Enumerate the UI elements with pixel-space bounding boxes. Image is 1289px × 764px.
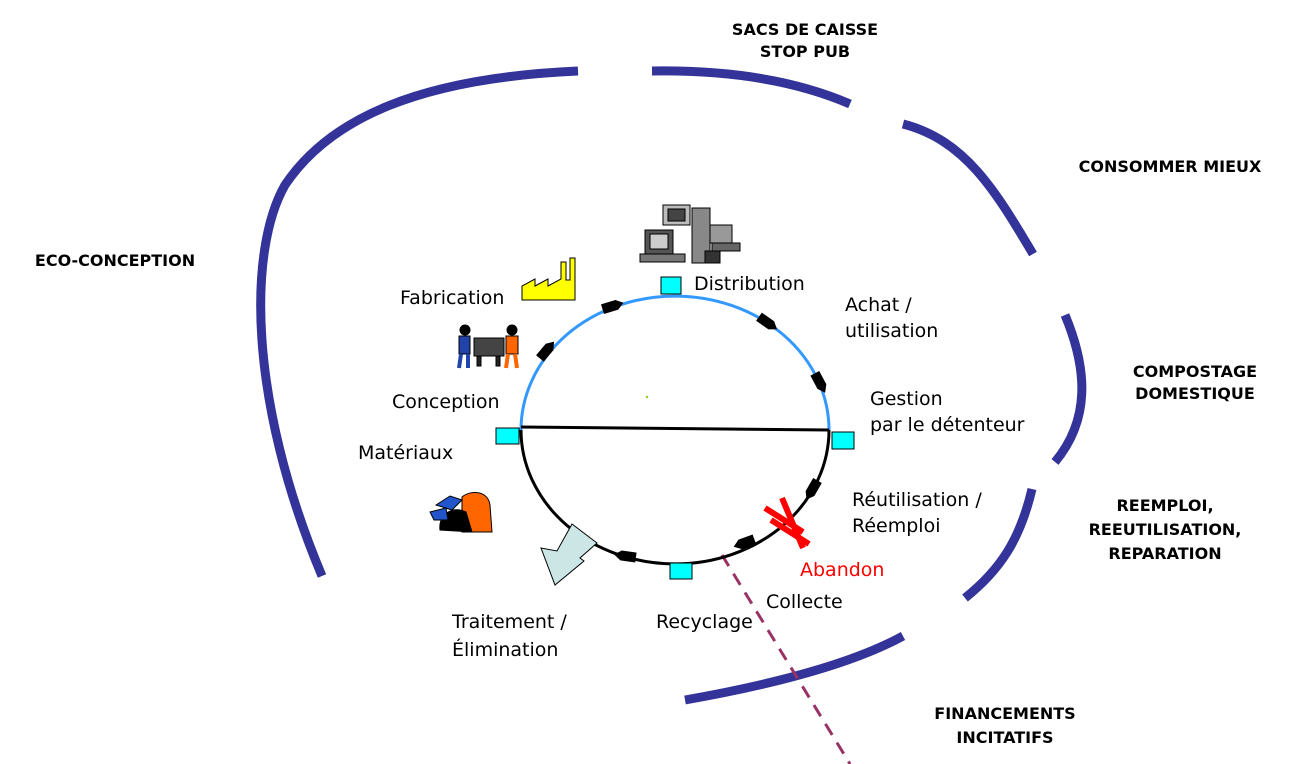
label-gestion: Gestion par le détenteur — [870, 386, 1025, 438]
arrow-gestion-reutilisation — [805, 477, 822, 500]
arrow-distribution-achat — [756, 312, 778, 330]
label-consommer-mieux: CONSOMMER MIEUX — [1050, 156, 1289, 178]
workers-icon — [457, 324, 519, 369]
label-reemploi: REEMPLOI, REEUTILISATION, REPARATION — [1050, 494, 1280, 566]
outer-arc-sacs-de-caisse — [651, 66, 852, 109]
fin-line1: FINANCEMENTS — [934, 704, 1076, 723]
compost-line1: COMPOSTAGE — [1132, 362, 1258, 381]
dashed-line — [720, 554, 852, 764]
label-distribution: Distribution — [694, 273, 805, 295]
traitement-line2: Élimination — [452, 639, 559, 661]
achat-line1: Achat / — [845, 294, 912, 316]
node-distribution — [660, 276, 682, 295]
cycle-nodes — [495, 276, 855, 580]
center-dot — [645, 395, 649, 399]
reutilisation-line2: Réemploi — [852, 515, 941, 537]
label-eco-conception: ECO-CONCEPTION — [5, 250, 225, 272]
sacs-line1: SACS DE CAISSE — [731, 20, 879, 39]
reemploi-line1: REEMPLOI, — [1116, 496, 1214, 515]
fin-line2: INCITATIFS — [956, 728, 1054, 747]
traitement-line1: Traitement / — [452, 611, 567, 633]
label-traitement: Traitement / Élimination — [452, 608, 567, 664]
node-gestion — [831, 431, 855, 450]
outer-arc-eco-conception — [256, 66, 579, 578]
eco-text: ECO-CONCEPTION — [34, 251, 196, 270]
arrow-fabrication-distribution — [601, 300, 624, 314]
node-conception — [495, 427, 520, 445]
label-fabrication: Fabrication — [400, 287, 505, 309]
arrow-recyclage — [614, 550, 637, 563]
cycle-arrows — [536, 300, 827, 563]
bags-icon — [429, 492, 493, 533]
node-recyclage — [669, 562, 693, 580]
computers-icon — [639, 204, 741, 264]
cycle-diameter — [520, 425, 830, 432]
gestion-line1: Gestion — [870, 388, 943, 410]
outer-arc-financements — [684, 632, 906, 705]
sacs-line2: STOP PUB — [759, 42, 851, 61]
reutilisation-line1: Réutilisation / — [852, 489, 982, 511]
arrow-collecte — [733, 534, 757, 550]
arrow-conception-fabrication — [536, 341, 555, 362]
label-achat: Achat / utilisation — [845, 292, 938, 344]
label-collecte: Collecte — [766, 591, 843, 613]
label-sacs-de-caisse: SACS DE CAISSE STOP PUB — [700, 19, 910, 63]
outer-arc-reemploi — [962, 487, 1037, 602]
label-abandon: Abandon — [800, 559, 885, 581]
compost-line2: DOMESTIQUE — [1135, 384, 1255, 403]
label-compostage: COMPOSTAGE DOMESTIQUE — [1100, 361, 1289, 405]
label-financements: FINANCEMENTS INCITATIFS — [895, 702, 1115, 750]
broken-link-icon — [763, 496, 811, 550]
reemploi-line2: REEUTILISATION, — [1088, 520, 1242, 539]
outer-arc-consommer-mieux — [901, 119, 1037, 257]
factory-icon — [521, 257, 576, 301]
upper-cycle-arc — [519, 294, 831, 431]
outer-arc-compostage — [1051, 313, 1087, 465]
reemploi-line3: REPARATION — [1108, 544, 1222, 563]
arrow-achat-gestion — [810, 370, 827, 393]
gestion-line2: par le détenteur — [870, 414, 1025, 436]
label-recyclage: Recyclage — [656, 611, 753, 633]
label-reutilisation: Réutilisation / Réemploi — [852, 487, 982, 539]
outer-arcs — [256, 66, 1087, 705]
label-conception: Conception — [392, 391, 500, 413]
label-materiaux: Matériaux — [358, 442, 454, 464]
achat-line2: utilisation — [845, 320, 939, 342]
consommer-text: CONSOMMER MIEUX — [1078, 157, 1262, 176]
treatment-arrow-icon — [540, 523, 598, 586]
